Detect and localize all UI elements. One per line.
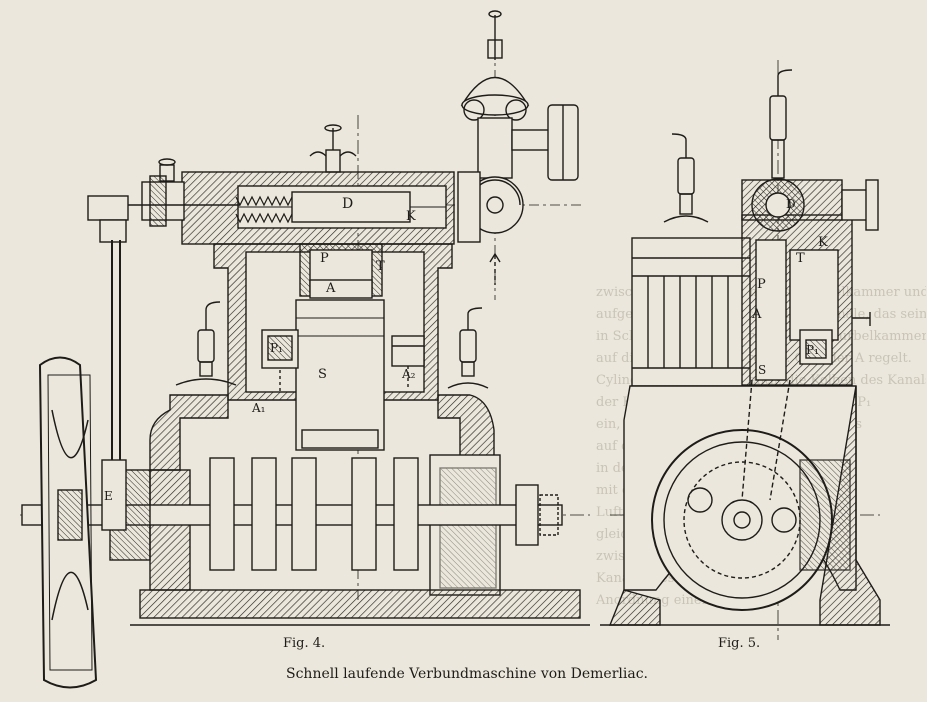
fig4-label-P: P: [320, 251, 329, 266]
fig4-label-A2: A₂: [401, 367, 416, 381]
plate-title: Schnell laufende Verbundmaschine von Dem…: [286, 666, 648, 682]
fig5-label-P1: P₁: [806, 343, 819, 357]
fig5-drawing: [600, 60, 890, 640]
fig5-label-A: A: [751, 307, 762, 322]
fig5-label-D: D: [786, 197, 796, 211]
fig5-label-S: S: [758, 363, 766, 377]
fig5-label-T: T: [796, 251, 805, 266]
oiler-left: [175, 301, 237, 386]
fig4-caption: Fig. 4.: [283, 636, 326, 651]
fig4-label-D: D: [342, 196, 353, 212]
fig4-label-A1: A₁: [251, 401, 265, 415]
fig5-caption: Fig. 5.: [718, 636, 761, 651]
oiler-right: [447, 307, 489, 389]
fig4-label-T: T: [376, 259, 385, 274]
fig5-label-K: K: [818, 235, 828, 250]
fig4-label-A: A: [325, 281, 336, 296]
fig4-label-K: K: [406, 209, 416, 224]
fig4-drawing: [20, 10, 590, 689]
fig4-label-E: E: [104, 489, 113, 503]
fig4-label-P1: P₁: [270, 341, 283, 355]
fig5-label-P: P: [757, 277, 766, 292]
fig4-label-S: S: [318, 367, 327, 382]
flywheel: [38, 356, 98, 689]
